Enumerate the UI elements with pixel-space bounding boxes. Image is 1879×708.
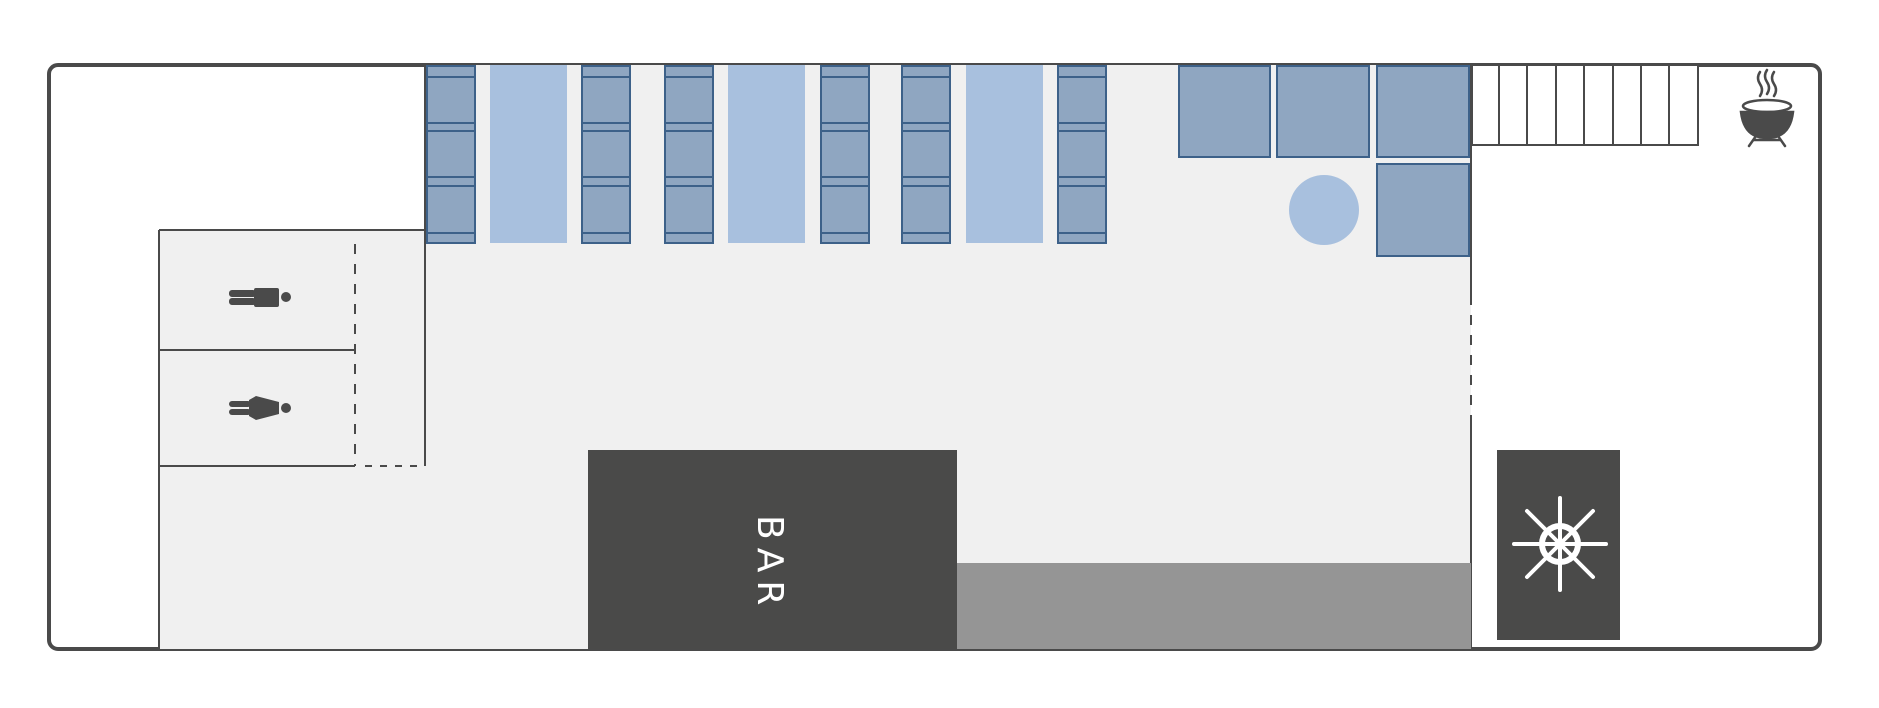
womens-restroom-icon [229, 396, 291, 420]
bench[interactable] [664, 65, 714, 244]
bench[interactable] [581, 65, 631, 244]
grill-icon [1739, 68, 1795, 148]
main-floor [159, 65, 1471, 649]
bar-label: BAR [749, 515, 790, 613]
bench-frame [901, 65, 951, 244]
table-group [490, 65, 1043, 243]
lounge-seat[interactable] [1276, 65, 1370, 158]
bench-frame [426, 65, 476, 244]
lounge-seat[interactable] [1376, 163, 1470, 257]
bench[interactable] [1057, 65, 1107, 244]
bench-frame [1057, 65, 1107, 244]
bench[interactable] [426, 65, 476, 244]
long-table[interactable] [728, 65, 805, 243]
bench[interactable] [820, 65, 870, 244]
bench-frame [820, 65, 870, 244]
mens-restroom-icon [229, 288, 291, 307]
stairs [1471, 64, 1699, 146]
bench-frame [581, 65, 631, 244]
bar-counter [588, 450, 957, 649]
bench[interactable] [901, 65, 951, 244]
round-table[interactable] [1289, 175, 1359, 245]
bench-frame [664, 65, 714, 244]
ship-wheel-icon [1512, 496, 1608, 592]
lounge-seat[interactable] [1376, 65, 1470, 158]
lounge-seat[interactable] [1178, 65, 1271, 158]
long-table[interactable] [966, 65, 1043, 243]
stage-area [957, 563, 1471, 649]
long-table[interactable] [490, 65, 567, 243]
bench-group [426, 65, 1107, 244]
